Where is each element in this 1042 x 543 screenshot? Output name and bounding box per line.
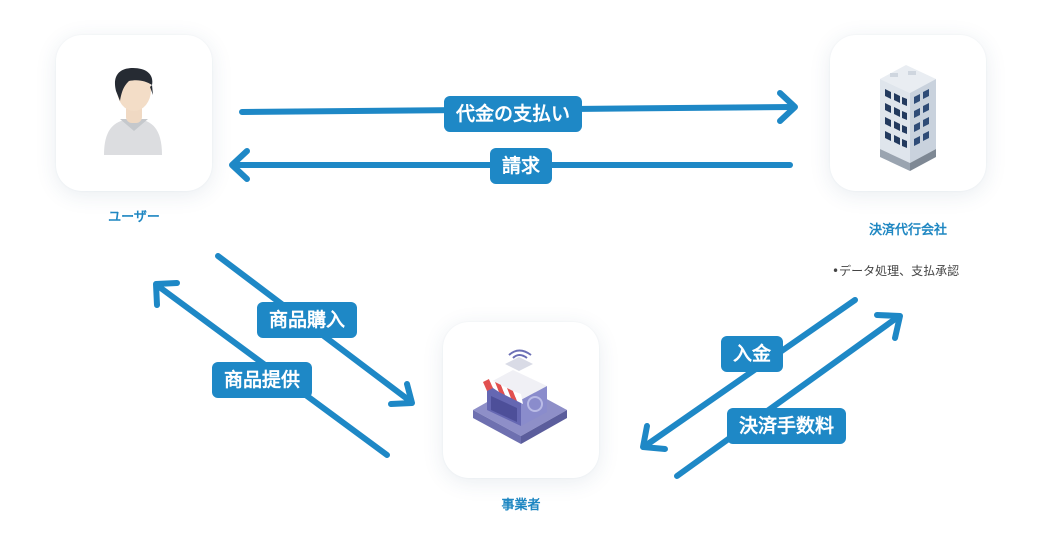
merchant-card xyxy=(443,322,599,478)
provide-flow-label: 商品提供 xyxy=(212,362,313,398)
payment-flow-label: 代金の支払い xyxy=(444,96,583,132)
payment-agency-note: •データ処理、支払承認 xyxy=(832,264,960,278)
payment-agency-card xyxy=(830,35,986,191)
deposit-flow-label: 入金 xyxy=(721,336,784,372)
user-card xyxy=(56,35,212,191)
fee-arrow xyxy=(674,312,903,479)
deposit-arrow xyxy=(640,297,858,452)
billing-flow-label: 請求 xyxy=(490,148,553,184)
user-label: ユーザー xyxy=(108,210,160,225)
office-building-icon xyxy=(880,65,936,171)
payment-agency-label: 決済代行会社 xyxy=(868,223,947,238)
user-avatar-icon xyxy=(104,68,162,155)
purchase-flow-label: 商品購入 xyxy=(257,302,358,338)
merchant-label: 事業者 xyxy=(501,498,541,513)
shop-storefront-icon xyxy=(473,349,567,444)
fee-flow-label: 決済手数料 xyxy=(727,408,847,444)
